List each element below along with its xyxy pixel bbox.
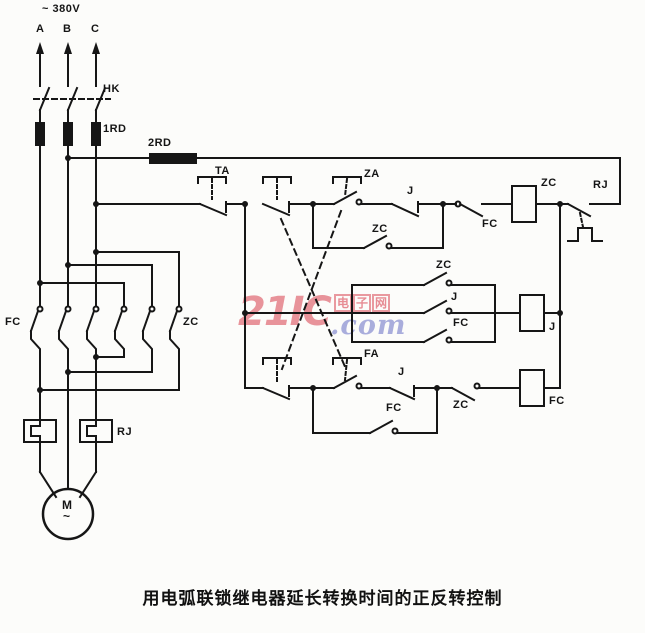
reverse-coil-symbol [519,369,545,407]
watermark-suffix-char: 网 [372,294,391,312]
mechanical-interlock-links [279,209,348,371]
phase-arrow-icons [36,42,100,87]
reverse-branch [244,357,561,435]
arc-relay-coil-symbol [519,294,545,332]
watermark-domain: .com [330,310,407,341]
reverse-nc-contact-top [442,200,513,218]
fuse-1rd-symbols [35,122,101,146]
control-circuit-section [95,176,621,435]
watermark-suffix: 电子网 [333,294,391,312]
watermark-suffix-char: 子 [353,294,372,312]
stop-button-ta [197,176,246,217]
thermal-relay-contact [559,202,621,242]
motor-icon [41,487,95,541]
reverse-interlock-nc-button [261,176,314,217]
forward-coil-symbol [511,185,537,223]
knife-switch-hk [33,86,111,124]
forward-latch-contact [312,203,444,250]
junction-dots [37,155,563,393]
power-supply-section [23,42,621,541]
arc-relay-branch [244,271,561,344]
main-contacts [29,305,183,391]
arc-relay-nc-contact-top [390,201,444,218]
caption: 用电弧联锁继电器延长转换时间的正反转控制 [142,589,503,608]
fuse-2rd-rail [67,153,621,205]
forward-start-button-za [312,176,393,206]
